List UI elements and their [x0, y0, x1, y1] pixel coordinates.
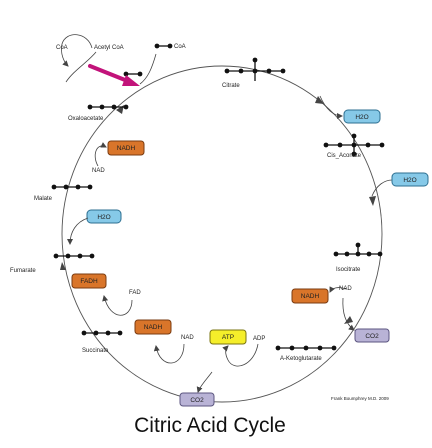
succinate-molecule: [81, 330, 123, 336]
acetyl-coa-group-label: CoA: [174, 44, 186, 50]
citrate-molecule: [224, 57, 286, 81]
acetyl-group-molecule: [123, 71, 143, 77]
cis-aconitate-molecule: [323, 133, 385, 157]
nad-reduction-arrow-oxaloacetate: [94, 142, 107, 167]
co2-box-isocitrate: CO2: [354, 328, 390, 343]
co2-release-arrow-ketoglutarate: [196, 371, 213, 393]
atp-formation-arrow: [222, 343, 259, 367]
fadh-box: FADH: [71, 273, 107, 289]
nad-succinate-label: NAD: [181, 335, 194, 341]
acetyl-coa-label: Acetyl CoA: [94, 45, 124, 51]
adp-label: ADP: [253, 336, 265, 342]
fad-label: FAD: [129, 290, 141, 296]
enzyme-arrow: [88, 64, 140, 86]
oxaloacetate-label: Oxaloacetate: [68, 116, 104, 122]
co2-release-arrow-isocitrate: [342, 297, 355, 331]
svg-text:NADH: NADH: [117, 145, 136, 152]
fumarate-molecule: [53, 253, 95, 259]
nad-reduction-arrow-succinate: [153, 343, 185, 364]
cycle-ring: [61, 65, 383, 403]
malate-molecule: [51, 184, 93, 190]
svg-text:ATP: ATP: [222, 334, 234, 341]
svg-text:CO2: CO2: [365, 333, 379, 340]
water-release-arrow-citrate: [319, 95, 343, 119]
nad-reduction-arrow-isocitrate: [329, 286, 347, 293]
nadh-box-succinate: NADH: [134, 319, 172, 335]
oxaloacetate-molecule: [87, 104, 129, 110]
malate-label: Malate: [34, 196, 53, 202]
isocitrate-molecule: [333, 242, 383, 257]
co2-box-ketoglutarate: CO2: [179, 392, 215, 407]
svg-text:CO2: CO2: [190, 397, 204, 404]
nadh-box-isocitrate: NADH: [291, 288, 329, 304]
cis-aconitate-label: Cis_Aconate: [327, 153, 362, 159]
acetyl-entry-arrow: [139, 53, 157, 85]
fumarate-label: Fumarate: [10, 268, 36, 274]
svg-text:H2O: H2O: [403, 177, 416, 184]
nad-oxaloacetate-label: NAD: [92, 168, 105, 174]
credit-text: Frank Boumphrey M.D. 2009: [331, 396, 389, 401]
svg-text:FADH: FADH: [80, 278, 98, 285]
diagram-title: Citric Acid Cycle: [134, 414, 286, 437]
ketoglutarate-label: A-Ketoglutarate: [280, 356, 322, 362]
ketoglutarate-molecule: [275, 345, 337, 351]
h2o-box-citrate: H2O: [343, 109, 381, 124]
coa-entry-curve: [65, 51, 97, 83]
isocitrate-label: Isocitrate: [336, 267, 361, 273]
fad-reduction-arrow: [102, 295, 133, 316]
svg-text:H2O: H2O: [355, 114, 368, 121]
acetyl-coa-molecule: CoA: [154, 43, 186, 50]
h2o-box-malate: H2O: [86, 209, 122, 224]
svg-text:NADH: NADH: [144, 324, 163, 331]
nadh-box-oxaloacetate: NADH: [107, 140, 145, 156]
coa-release-arrow: [61, 34, 93, 67]
h2o-box-aconitate: H2O: [391, 172, 429, 187]
water-entry-arrow-malate: [67, 217, 89, 245]
svg-text:NADH: NADH: [301, 293, 320, 300]
cycle-direction-arrows: [60, 96, 376, 402]
succinate-label: Succinate: [82, 348, 109, 354]
atp-box: ATP: [209, 329, 247, 345]
water-entry-arrow-aconitate: [371, 179, 393, 197]
citrate-label: Citrate: [222, 83, 240, 89]
svg-text:H2O: H2O: [97, 214, 110, 221]
